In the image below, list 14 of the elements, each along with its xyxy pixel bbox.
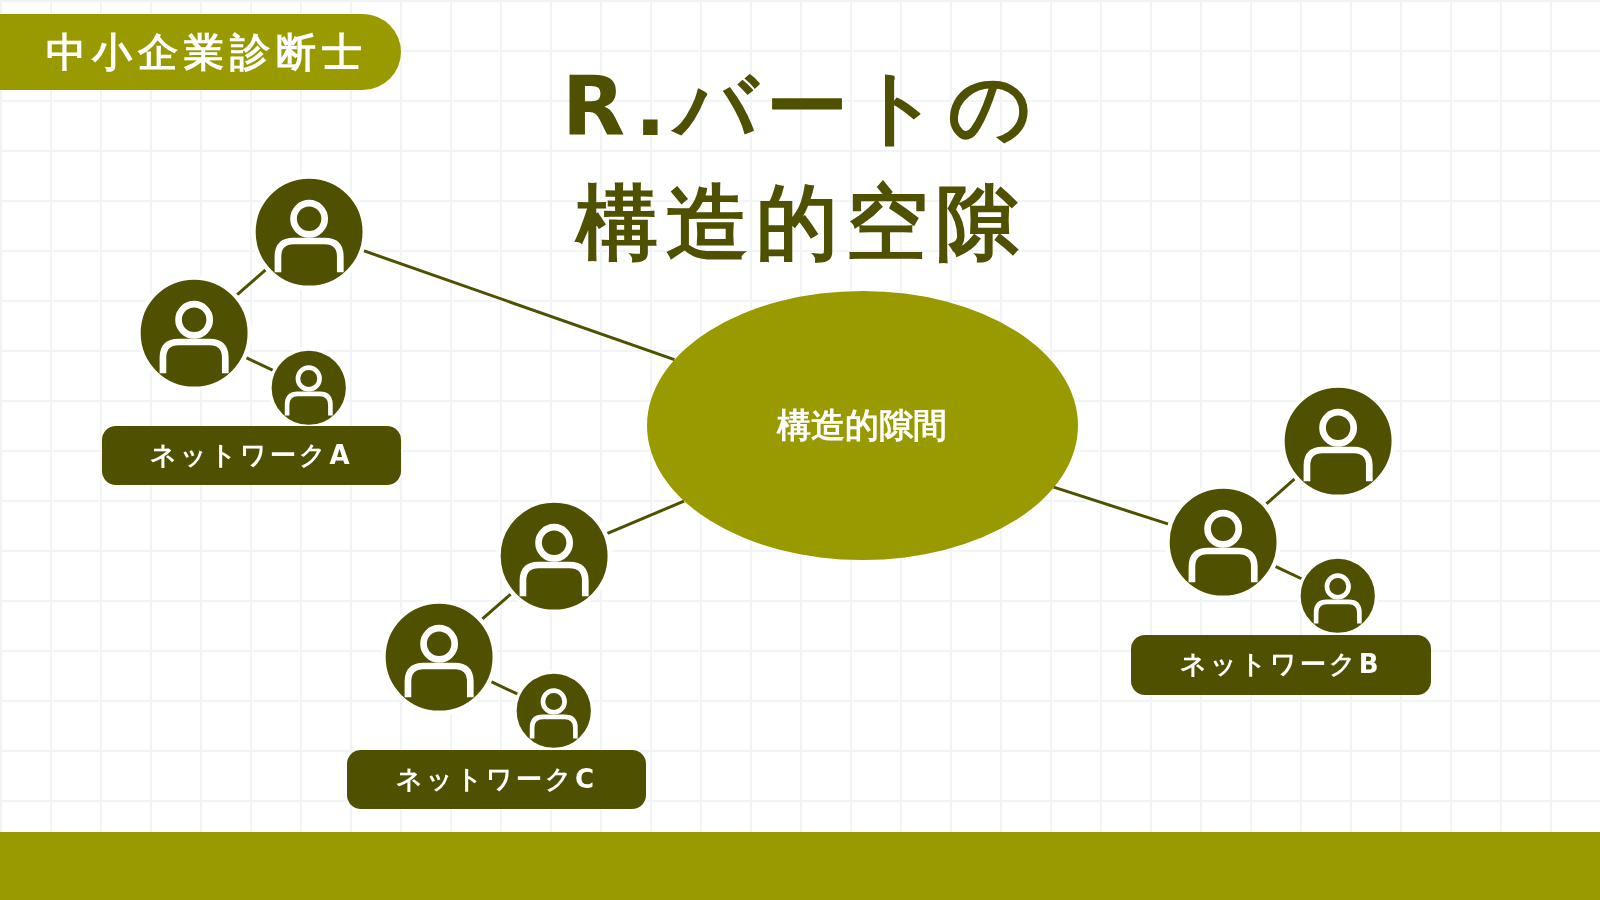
- connector-line: [480, 592, 513, 622]
- person-icon: [512, 669, 596, 753]
- person-icon: [493, 496, 615, 617]
- connector-line: [605, 499, 685, 536]
- network-label: ネットワークC: [346, 750, 646, 810]
- header-badge: 中小企業診断士: [0, 14, 401, 90]
- gap-ellipse: 構造的隙間: [646, 290, 1078, 561]
- connector-line: [1053, 485, 1171, 527]
- title: R.バートの構造的空隙: [561, 57, 1041, 272]
- connector-line: [361, 248, 675, 362]
- network-label: ネットワークB: [1130, 634, 1431, 695]
- connector-line: [1264, 476, 1297, 506]
- network-label: ネットワークA: [102, 425, 401, 485]
- connector-line: [235, 267, 268, 297]
